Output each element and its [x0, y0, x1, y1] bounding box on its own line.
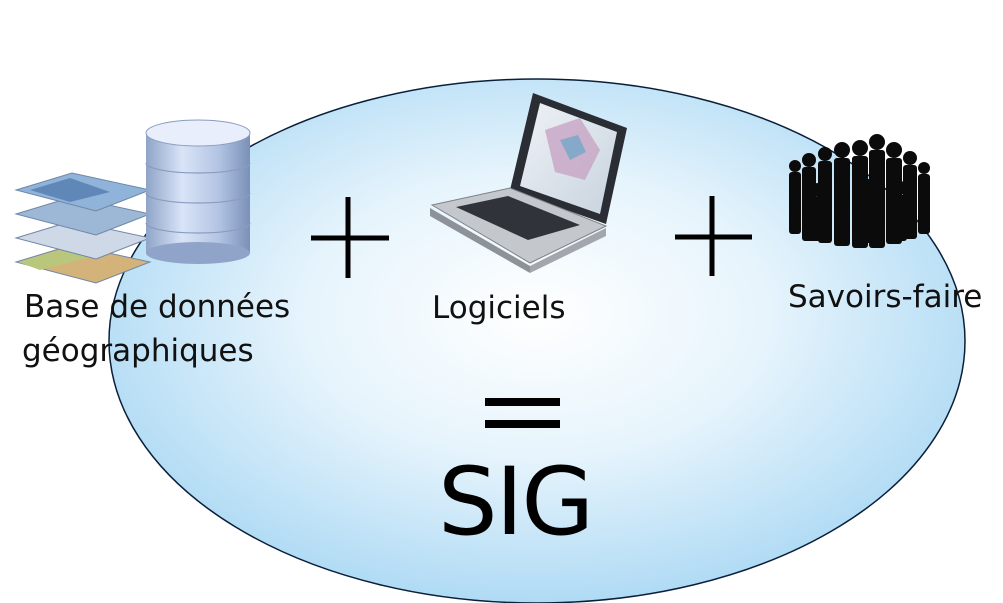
equals-sign [485, 398, 560, 428]
cylinder-icon [145, 119, 251, 264]
database-label-line2: géographiques [22, 333, 254, 369]
know-how-label: Savoirs-faire [788, 279, 983, 315]
people-crowd-icon [789, 134, 930, 248]
software-label: Logiciels [432, 290, 566, 326]
database-label-line1: Base de données [24, 289, 291, 325]
plus-sign-2 [675, 196, 752, 276]
sig-ellipse [108, 78, 966, 603]
laptop-icon [430, 93, 627, 273]
database-maps-icon [14, 119, 251, 284]
result-label-sig: SIG [438, 448, 594, 557]
plus-sign-1 [311, 197, 389, 278]
map-layers-icon [14, 172, 152, 284]
